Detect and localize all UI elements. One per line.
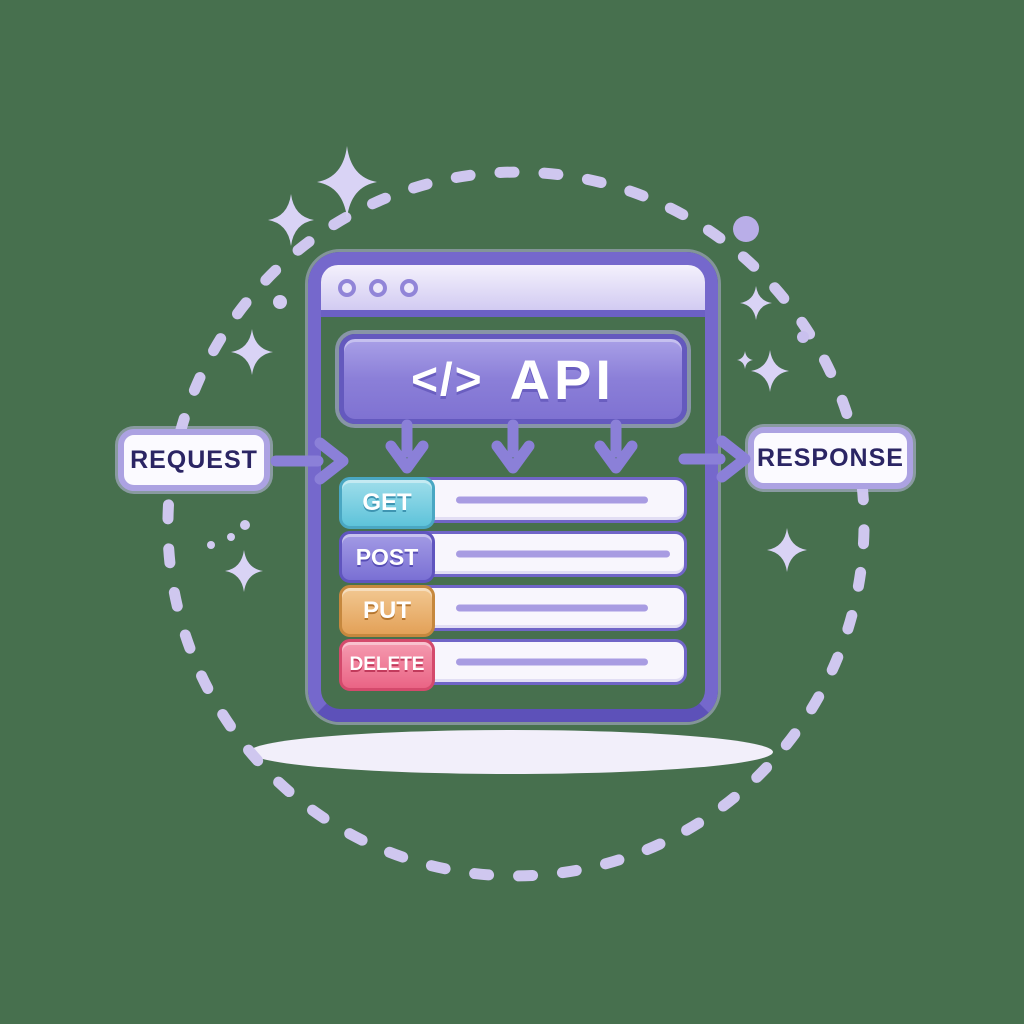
method-row-put: PUT [339, 585, 687, 637]
placeholder-line [456, 496, 648, 504]
method-row-post: POST [339, 531, 687, 583]
sparkle-icon [767, 528, 807, 572]
placeholder-line [456, 550, 670, 558]
sparkle-icon [751, 350, 789, 392]
window-dot-icon [369, 278, 387, 297]
placeholder-line [456, 658, 648, 666]
sparkle-icon [740, 286, 772, 320]
sparkle-icon [737, 351, 753, 369]
get-badge: GET [339, 477, 435, 529]
api-header-panel: </> API [339, 334, 687, 424]
browser-window [308, 252, 718, 722]
sparkle-icon [317, 146, 377, 218]
method-row-delete: DELETE [339, 639, 687, 691]
post-badge: POST [339, 531, 435, 583]
request-label: REQUEST [118, 429, 270, 491]
sparkle-icon [268, 194, 314, 246]
window-dot-icon [400, 278, 418, 297]
ground-shadow [249, 730, 773, 774]
placeholder-line [456, 604, 648, 612]
sparkle-icon [225, 550, 263, 592]
code-icon: </> [411, 353, 484, 405]
window-dot-icon [338, 278, 356, 297]
put-badge: PUT [339, 585, 435, 637]
sparkle-icon [231, 329, 273, 375]
response-label: RESPONSE [748, 427, 913, 489]
method-row-get: GET [339, 477, 687, 529]
browser-titlebar [321, 265, 705, 317]
api-title: API [509, 347, 615, 411]
delete-badge: DELETE [339, 639, 435, 691]
